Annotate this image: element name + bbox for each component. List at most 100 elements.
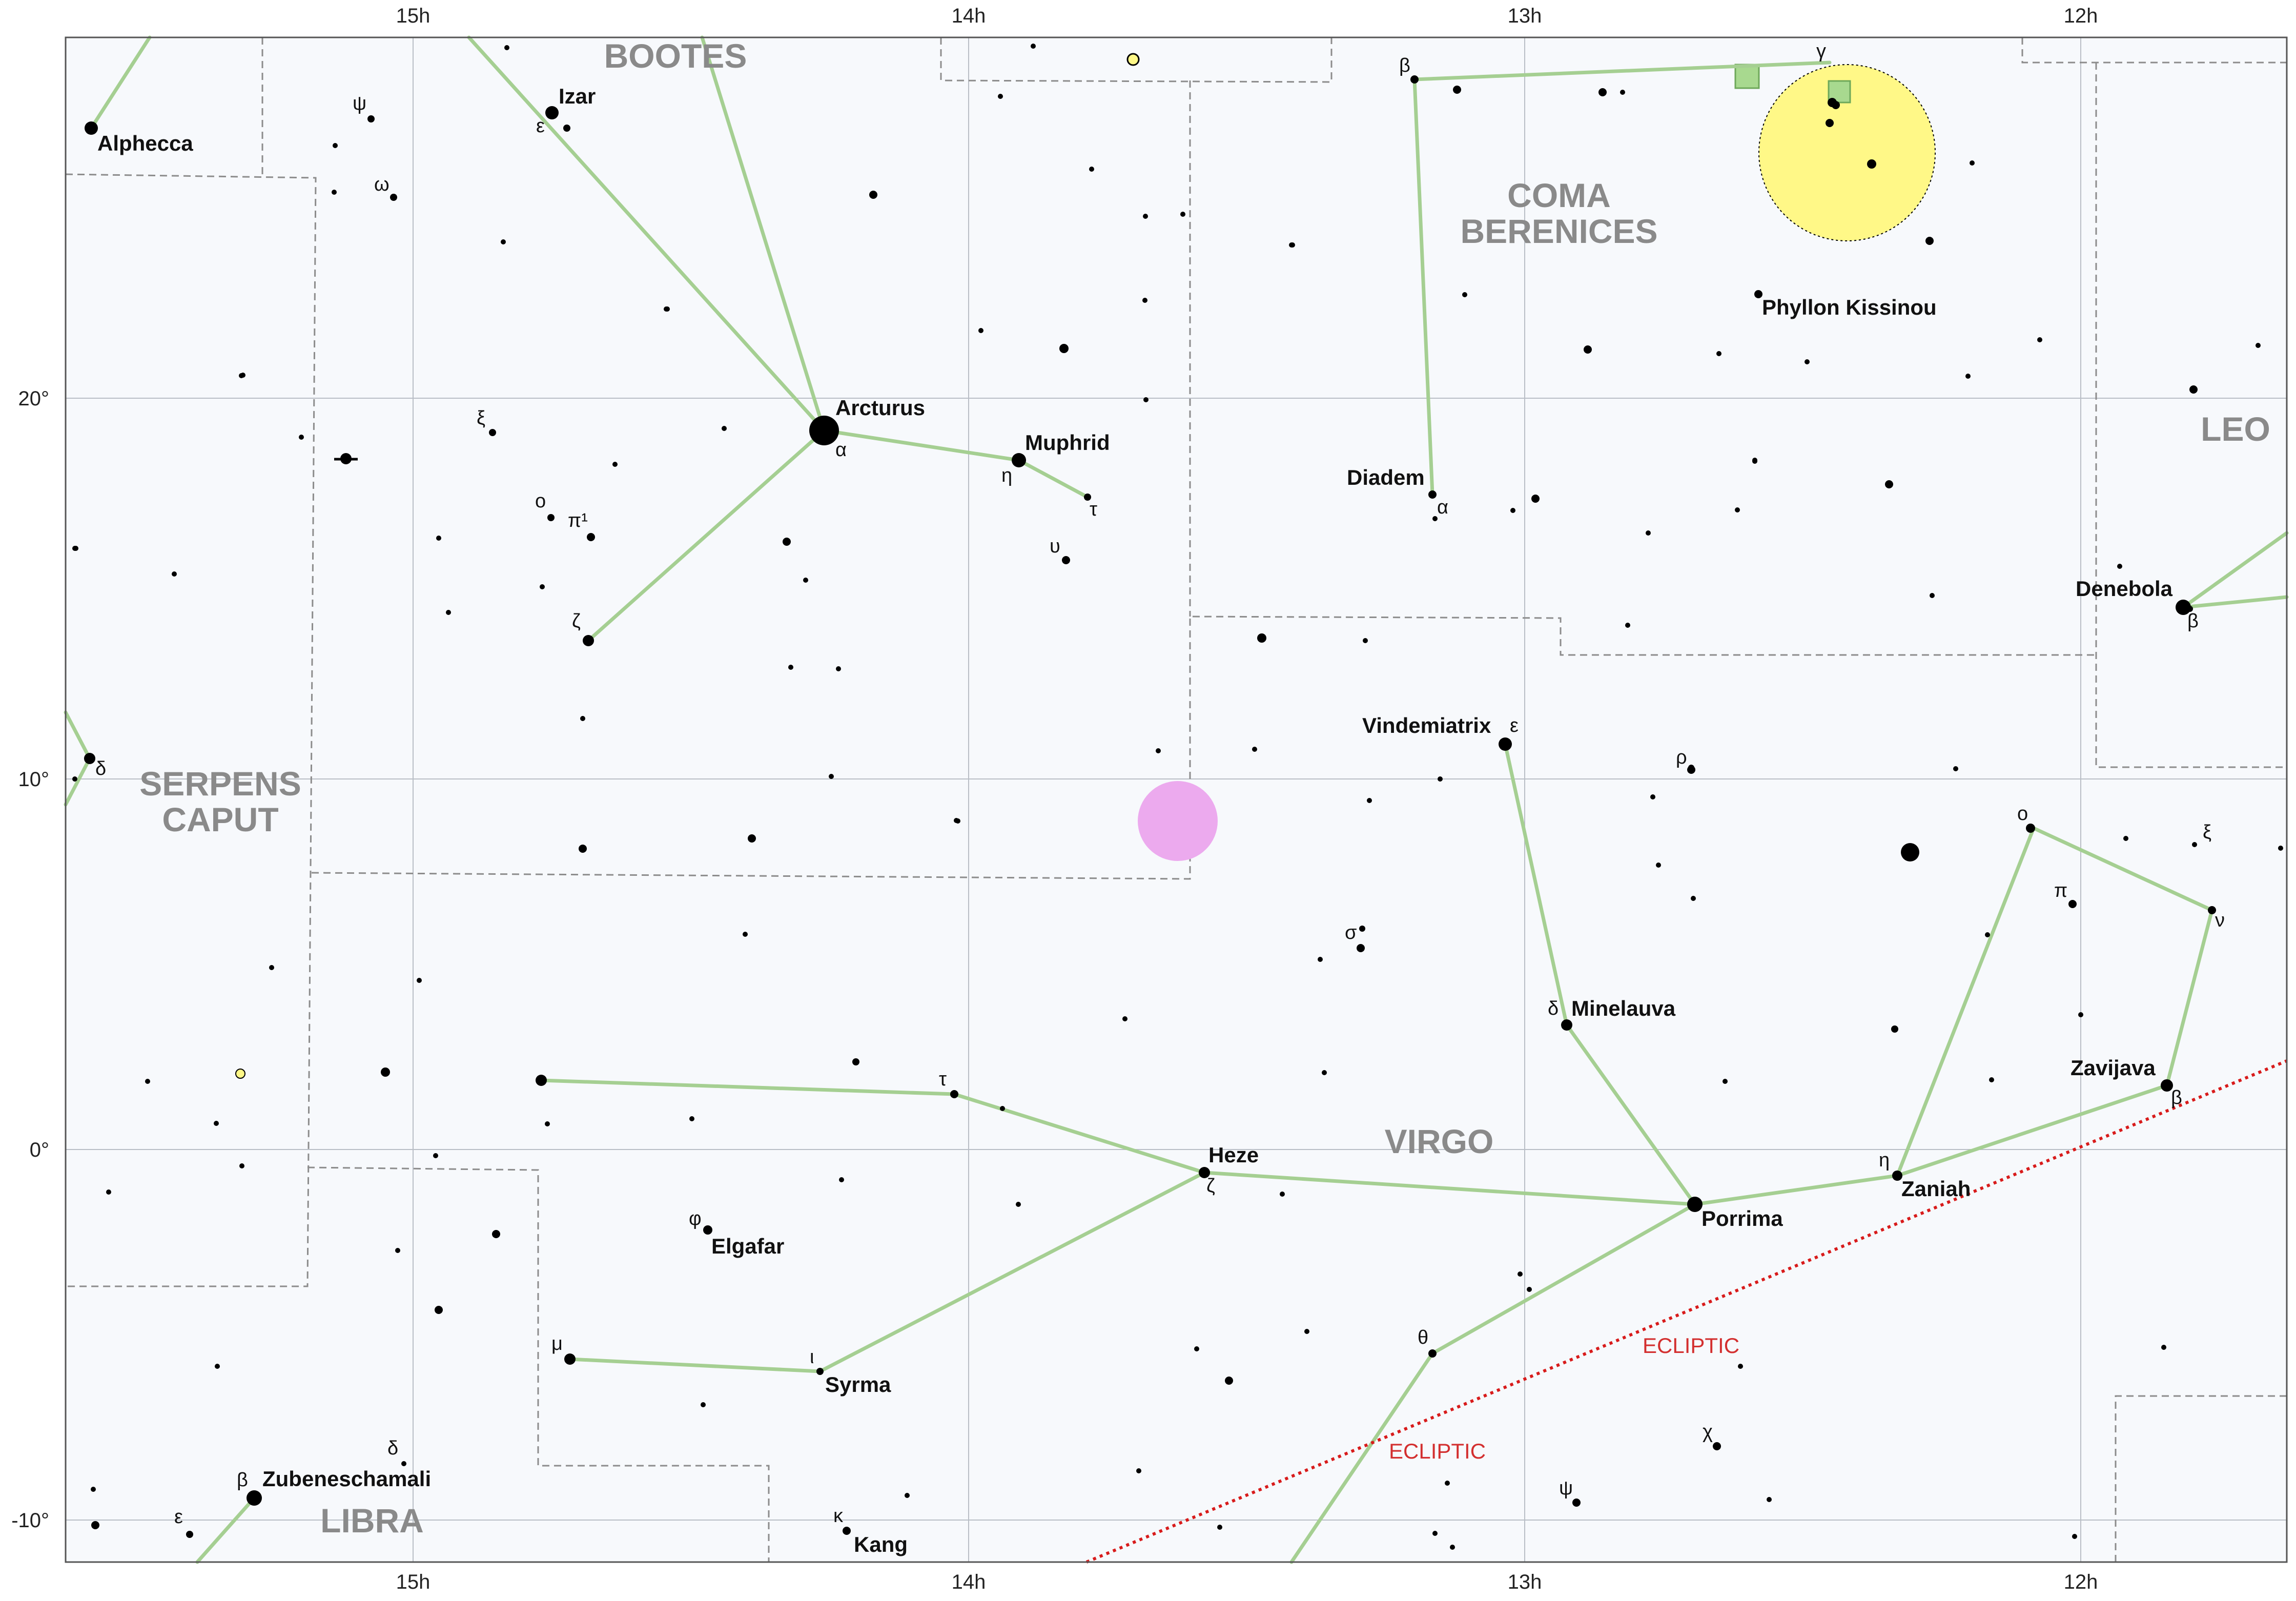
constellation-boundaries — [65, 37, 2287, 1562]
star — [950, 1090, 958, 1098]
faint-star — [1738, 1364, 1743, 1369]
constellation-label: SERPENS — [139, 765, 301, 803]
bayer-label: σ — [1345, 922, 1357, 943]
stars — [84, 75, 2216, 1538]
faint-star — [689, 1116, 694, 1121]
star-label-diadem: Diadem — [1347, 465, 1425, 489]
star-labels: Alphecca Izar Arcturus Muphrid Diadem Ph… — [97, 84, 2173, 1556]
star-label-denebola: Denebola — [2076, 577, 2173, 601]
star-vindemiatrix — [1499, 737, 1512, 751]
star — [1867, 159, 1876, 169]
faint-star — [417, 978, 422, 983]
star-label-alphecca: Alphecca — [97, 131, 193, 155]
faint-star — [91, 1487, 96, 1492]
coordinate-grid — [66, 37, 2287, 1562]
faint-star — [1656, 863, 1661, 868]
star — [1084, 494, 1091, 501]
bayer-label: ο — [2017, 803, 2028, 825]
faint-star — [839, 1177, 844, 1182]
faint-star — [701, 1402, 706, 1407]
faint-star — [269, 965, 274, 970]
star-zubeneschamali — [247, 1490, 262, 1506]
bayer-label: ε — [174, 1506, 183, 1528]
constellation-line — [1503, 742, 2215, 1206]
bayer-label: β — [237, 1469, 248, 1491]
faint-star — [395, 1248, 400, 1253]
bayer-label: α — [1437, 497, 1448, 518]
star — [2187, 606, 2193, 612]
star — [1584, 345, 1592, 354]
faint-star — [1194, 1346, 1199, 1351]
faint-star — [1735, 507, 1740, 512]
ecliptic-label: ECLIPTIC — [1389, 1439, 1486, 1463]
star-label-zavijava: Zavijava — [2070, 1056, 2156, 1080]
star — [1901, 843, 1919, 861]
star — [536, 1075, 547, 1086]
star-heze — [1199, 1167, 1210, 1178]
star — [492, 1230, 500, 1238]
faint-star — [433, 1153, 438, 1158]
bayer-label: φ — [689, 1208, 702, 1229]
star-label-muphrid: Muphrid — [1025, 430, 1110, 455]
faint-star — [436, 536, 441, 541]
bayer-label: γ — [1816, 40, 1826, 62]
faint-star — [1965, 374, 1971, 379]
markers — [235, 53, 1140, 1079]
planet-marker — [235, 1069, 245, 1079]
constellation-label: VIRGO — [1385, 1122, 1494, 1160]
deep-sky-objects — [1138, 64, 1936, 861]
star — [579, 845, 587, 853]
star-label-zubeneschamali: Zubeneschamali — [262, 1467, 431, 1491]
faint-star — [1620, 90, 1625, 95]
faint-star — [1180, 212, 1185, 217]
bayer-label: β — [1399, 55, 1410, 76]
faint-star — [2117, 564, 2122, 569]
faint-star — [803, 578, 808, 583]
star — [587, 533, 595, 541]
faint-star — [1304, 1329, 1309, 1334]
star-label-elgafar: Elgafar — [711, 1234, 784, 1258]
faint-star — [1970, 160, 1975, 166]
bayer-label: χ — [1703, 1421, 1713, 1443]
faint-star — [1031, 44, 1036, 49]
faint-star — [664, 306, 669, 312]
faint-star — [1000, 1106, 1005, 1111]
faint-star — [1318, 957, 1323, 962]
faint-star — [332, 190, 337, 195]
boundary-line — [2115, 1395, 2287, 1562]
star — [367, 115, 375, 122]
star — [1359, 926, 1365, 932]
faint-star — [73, 546, 78, 551]
bayer-label: ν — [2215, 910, 2225, 931]
boundary-line — [2021, 37, 2287, 768]
faint-star — [1930, 593, 1935, 598]
faint-star — [1363, 638, 1368, 643]
faint-star — [504, 45, 509, 50]
faint-star — [829, 774, 834, 779]
star — [1257, 633, 1266, 643]
faint-star — [1142, 298, 1147, 303]
star-kang — [843, 1527, 851, 1535]
faint-star — [1646, 530, 1651, 536]
bayer-label: ι — [810, 1346, 814, 1368]
faint-star — [905, 1493, 910, 1498]
faint-star — [1432, 516, 1438, 521]
constellation-label: CAPUT — [162, 800, 278, 838]
faint-star — [1136, 1468, 1141, 1473]
constellation-label: BERENICES — [1460, 212, 1657, 250]
star-label-heze: Heze — [1208, 1143, 1259, 1167]
star — [91, 1521, 99, 1529]
star-label-arcturus: Arcturus — [835, 396, 925, 420]
constellation-label: COMA — [1507, 176, 1611, 214]
bayer-label: η — [1879, 1150, 1890, 1171]
star — [583, 635, 594, 646]
star — [2026, 824, 2035, 833]
faint-star — [172, 571, 177, 577]
bayer-label: π — [2054, 880, 2067, 901]
bayer-label: δ — [1548, 998, 1559, 1019]
faint-star — [1625, 623, 1630, 628]
ecliptic-line — [1085, 1059, 2288, 1564]
star-izar — [545, 106, 559, 119]
ra-label-bottom: 12h — [2064, 1571, 2098, 1593]
faint-star — [2278, 846, 2283, 851]
